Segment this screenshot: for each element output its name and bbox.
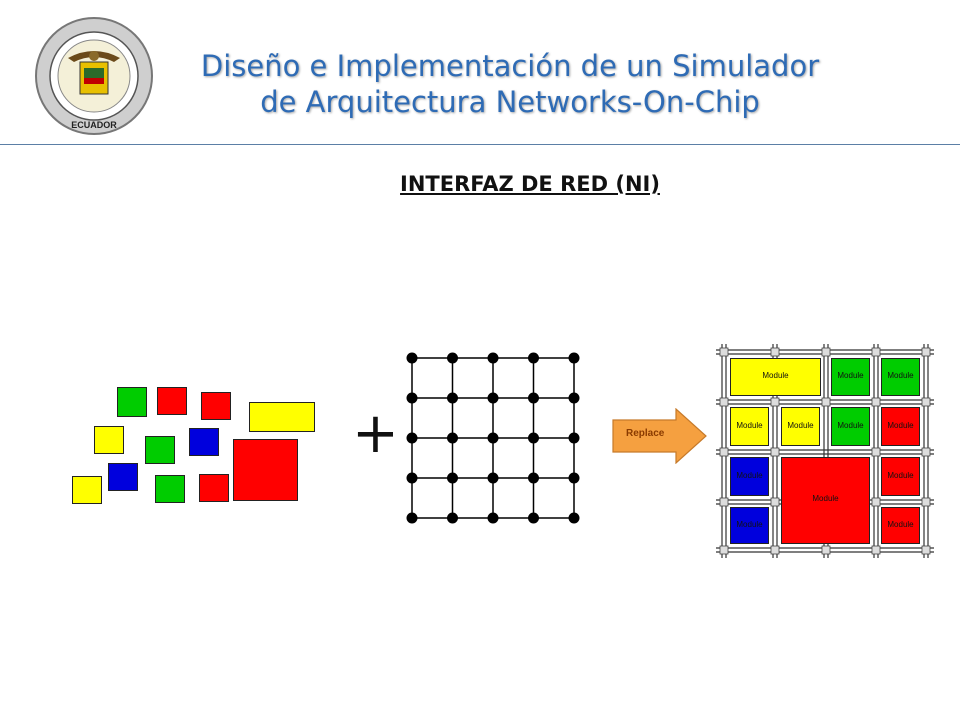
mesh-node (447, 392, 458, 404)
mesh-grid (398, 346, 588, 530)
block-yellow (94, 426, 124, 454)
module-red: Module (881, 457, 920, 496)
mesh-node (406, 512, 418, 524)
module-red-large: Module (781, 457, 870, 544)
mesh-node (487, 352, 499, 364)
mesh-node (568, 352, 580, 364)
block-yellow-wide (249, 402, 315, 432)
module-green: Module (831, 358, 870, 396)
mesh-node (568, 392, 580, 404)
module-blue: Module (730, 507, 769, 544)
mesh-node (447, 472, 458, 484)
mesh-node (406, 472, 418, 484)
noc-layout: Module Module Module Module Module Modul… (712, 340, 942, 564)
block-red (201, 392, 231, 420)
module-yellow: Module (730, 407, 769, 446)
mesh-node (487, 512, 499, 524)
arrow-label: Replace (626, 428, 665, 439)
module-red: Module (881, 507, 920, 544)
module-yellow-wide: Module (730, 358, 821, 396)
page-title: Diseño e Implementación de un Simulador … (160, 48, 860, 120)
logo-text-bottom: ECUADOR (71, 120, 117, 130)
title-line-1: Diseño e Implementación de un Simulador (200, 49, 820, 83)
mesh-node (568, 432, 580, 444)
mesh-node (528, 432, 539, 444)
module-green: Module (831, 407, 870, 446)
module-label: Module (812, 494, 839, 503)
module-blue: Module (730, 457, 769, 496)
block-green (155, 475, 185, 503)
module-label: Module (887, 520, 914, 529)
block-red (157, 387, 187, 415)
mesh-node (528, 352, 539, 364)
header-divider (0, 144, 960, 145)
mesh-node (528, 392, 539, 404)
module-label: Module (887, 421, 914, 430)
block-blue (189, 428, 219, 456)
mesh-node (487, 432, 499, 444)
block-green (117, 387, 147, 417)
module-green: Module (881, 358, 920, 396)
mesh-node (528, 512, 539, 524)
university-logo: ECUADOR (34, 16, 154, 136)
module-label: Module (762, 371, 789, 380)
block-yellow (72, 476, 102, 504)
module-label: Module (736, 471, 763, 480)
module-label: Module (736, 421, 763, 430)
mesh-node (447, 512, 458, 524)
module-label: Module (887, 371, 914, 380)
mesh-node (528, 472, 539, 484)
mesh-node (487, 392, 499, 404)
title-line-2: de Arquitectura Networks-On-Chip (260, 85, 760, 119)
replace-arrow (612, 407, 708, 465)
mesh-node (487, 472, 499, 484)
module-red: Module (881, 407, 920, 446)
module-label: Module (837, 371, 864, 380)
module-label: Module (887, 471, 914, 480)
section-subtitle: INTERFAZ DE RED (NI) (400, 172, 660, 196)
mesh-node (447, 352, 458, 364)
plus-sign: + (352, 401, 399, 466)
mesh-node (568, 472, 580, 484)
block-green (145, 436, 175, 464)
mesh-node (406, 392, 418, 404)
mesh-node (406, 352, 418, 364)
mesh-node (447, 432, 458, 444)
block-red-large (233, 439, 298, 501)
block-red (199, 474, 229, 502)
module-yellow: Module (781, 407, 820, 446)
module-label: Module (736, 520, 763, 529)
mesh-node (406, 432, 418, 444)
mesh-node (568, 512, 580, 524)
module-label: Module (837, 421, 864, 430)
block-blue (108, 463, 138, 491)
module-label: Module (787, 421, 814, 430)
